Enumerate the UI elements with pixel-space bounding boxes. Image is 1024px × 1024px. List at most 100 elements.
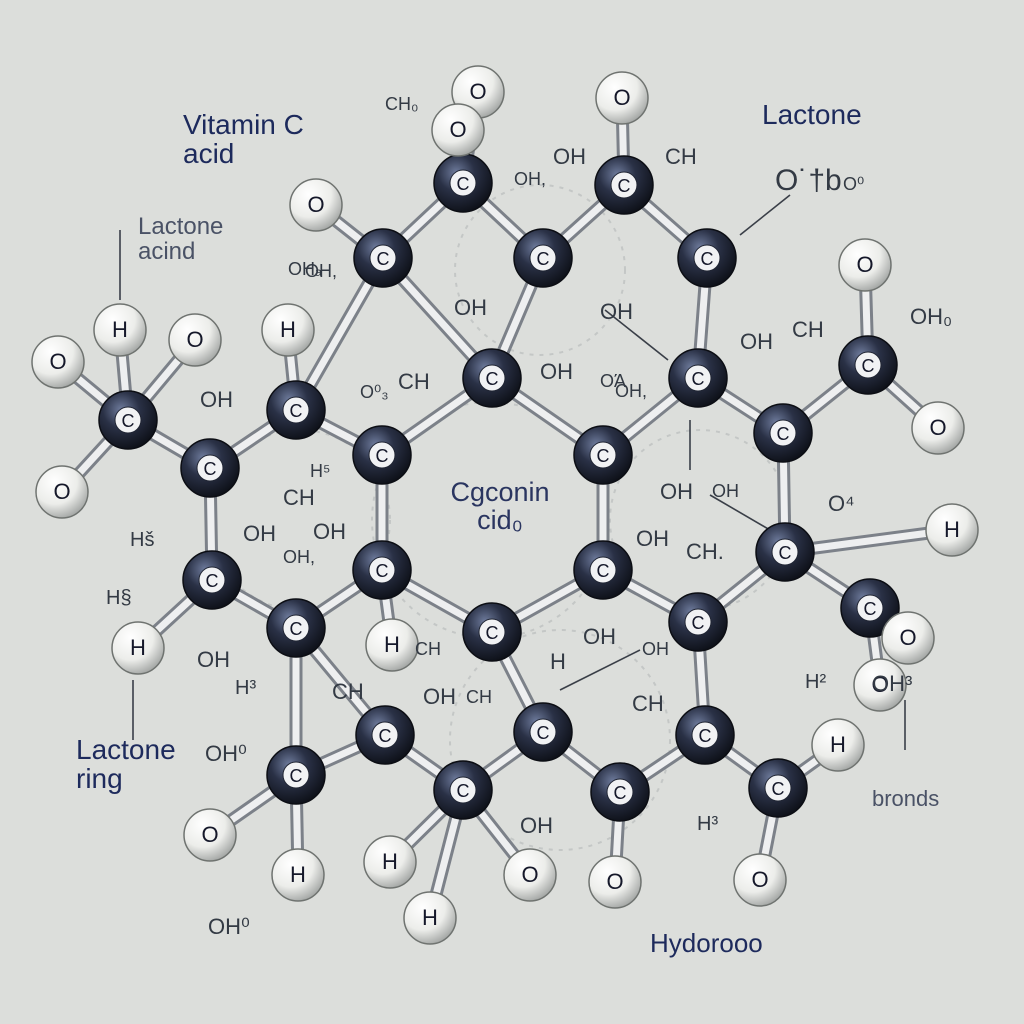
oxygen-atom: O <box>853 658 907 712</box>
label-lactone-ring: Lactone ring <box>76 734 176 795</box>
carbon-atom: C <box>755 522 815 582</box>
carbon-atom: C <box>353 228 413 288</box>
hydrogen-atom: H <box>811 718 865 772</box>
oxygen-atom: O <box>911 401 965 455</box>
leader-line <box>739 194 791 236</box>
atom-symbol: C <box>777 424 790 444</box>
carbon-atom: C <box>513 228 573 288</box>
carbon-atom: C <box>668 348 728 408</box>
group-label: H³ <box>235 677 257 699</box>
carbon-atom: C <box>840 578 900 638</box>
carbon-atom: C <box>573 425 633 485</box>
group-label: H³ <box>697 813 719 835</box>
carbon-atom: C <box>433 760 493 820</box>
atom-symbol: C <box>618 176 631 196</box>
hydrogen-atom: H <box>363 835 417 889</box>
ring-outline <box>449 629 671 851</box>
group-label: OH <box>636 526 669 551</box>
carbon-atom: C <box>266 745 326 805</box>
group-label: OH <box>553 144 586 169</box>
group-label: OH, <box>305 261 338 281</box>
atom-symbol: C <box>457 174 470 194</box>
hydrogen-atom: H <box>403 891 457 945</box>
atom-symbol: C <box>486 623 499 643</box>
group-label: OH, <box>283 547 316 567</box>
atom-symbol: O <box>871 672 888 697</box>
atom-symbol: O <box>469 79 486 104</box>
atom-symbol: C <box>486 369 499 389</box>
atom-symbol: H <box>422 905 438 930</box>
oxygen-atom: O <box>35 465 89 519</box>
group-label: OHₐ <box>288 259 322 279</box>
atom-symbol: C <box>537 249 550 269</box>
carbon-atom: C <box>180 438 240 498</box>
atom-symbol: O <box>53 479 70 504</box>
atom-symbol: C <box>206 571 219 591</box>
atom-symbol: C <box>692 613 705 633</box>
group-label: OH <box>197 647 230 672</box>
group-label: OH₀ <box>910 304 953 329</box>
oxygen-atom: O <box>183 808 237 862</box>
atom-symbol: C <box>204 459 217 479</box>
group-label: OH <box>200 387 233 412</box>
group-label: OH <box>540 359 573 384</box>
group-label: Hš <box>130 529 155 551</box>
atom-symbol: C <box>692 369 705 389</box>
atom-symbol: C <box>379 726 392 746</box>
group-label: H <box>550 649 566 674</box>
atom-symbol: C <box>457 781 470 801</box>
group-label: H⁵ <box>310 461 331 481</box>
hydrogen-atom: H <box>925 503 979 557</box>
label-hydorooo: Hydorooo <box>650 928 763 958</box>
carbon-atom: C <box>838 335 898 395</box>
group-label: CH <box>415 639 441 659</box>
atom-symbol: O <box>49 349 66 374</box>
oxygen-atom: O <box>881 611 935 665</box>
atom-symbol: O <box>899 625 916 650</box>
carbon-atom: C <box>677 228 737 288</box>
hydrogen-atom: H <box>271 848 325 902</box>
atom-symbol: H <box>290 862 306 887</box>
group-label: OH³ <box>872 671 913 696</box>
group-label: H§ <box>106 587 132 609</box>
group-label: O⁰₃ <box>360 382 389 402</box>
hydrogen-atom: H <box>93 303 147 357</box>
atom-symbol: H <box>112 317 128 342</box>
atom-symbol: C <box>290 401 303 421</box>
oxygen-atom: O <box>289 178 343 232</box>
atom-symbol: H <box>130 635 146 660</box>
oxygen-atom: O <box>588 855 642 909</box>
oxygen-atom: O <box>431 103 485 157</box>
carbon-atom: C <box>355 705 415 765</box>
group-label: OH⁰ <box>205 741 247 766</box>
group-label: OH <box>642 639 669 659</box>
atom-symbol: C <box>290 619 303 639</box>
hydrogen-atom: H <box>261 303 315 357</box>
oxygen-atom: O <box>503 848 557 902</box>
carbon-atom: C <box>675 705 735 765</box>
oxygen-atom: O <box>838 238 892 292</box>
hydrogen-atom: H <box>365 618 419 672</box>
atom-symbol: C <box>597 446 610 466</box>
group-label: OH, <box>514 169 547 189</box>
group-label: CH₀ <box>385 94 419 114</box>
group-label: OH <box>313 519 346 544</box>
label-vitamin-c-acid: Vitamin C acid <box>183 109 304 170</box>
group-label: CH. <box>686 539 724 564</box>
group-label: H² <box>805 671 827 693</box>
group-label: OH <box>600 299 633 324</box>
carbon-atom: C <box>668 592 728 652</box>
atom-symbol: C <box>614 783 627 803</box>
carbon-atom: C <box>182 550 242 610</box>
group-label: CH <box>632 691 664 716</box>
carbon-atom: C <box>462 348 522 408</box>
atom-symbol: C <box>597 561 610 581</box>
atom-symbol: C <box>862 356 875 376</box>
carbon-atom: C <box>753 403 813 463</box>
atom-symbol: H <box>382 849 398 874</box>
atom-symbol: C <box>122 411 135 431</box>
atom-symbol: C <box>779 543 792 563</box>
atom-symbol: H <box>384 632 400 657</box>
leader-line <box>604 309 669 361</box>
